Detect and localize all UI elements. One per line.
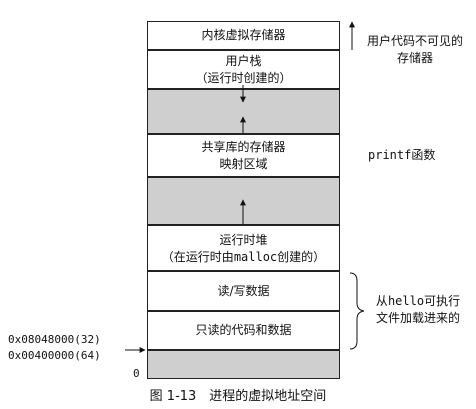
user-stack-segment: 用户栈 （运行时创建的） <box>147 50 340 89</box>
shared-libraries-label: 共享库的存储器 <box>201 139 286 154</box>
hello-brace <box>349 272 365 350</box>
malloc-code: malloc <box>233 250 278 264</box>
figure-caption: 图 1-13 进程的虚拟地址空间 <box>149 389 327 404</box>
address-32bit: 0x08048000(32) <box>8 333 101 346</box>
unused-low-region <box>147 350 340 379</box>
printf-code: printf <box>368 148 412 162</box>
kernel-note-line1: 用户代码不可见的 <box>366 34 463 48</box>
address-zero: 0 <box>133 367 140 380</box>
read-write-data-segment: 读/写数据 <box>147 271 340 311</box>
read-write-data-label: 读/写数据 <box>217 283 270 298</box>
user-stack-label: 用户栈 <box>225 54 262 68</box>
read-only-code-segment: 只读的代码和数据 <box>147 311 340 350</box>
hello-code: hello <box>387 294 425 308</box>
hello-line2: 文件加载进来的 <box>375 311 460 325</box>
runtime-heap-segment: 运行时堆 （在运行时由malloc创建的） <box>147 225 340 271</box>
address-64bit: 0x00400000(64) <box>8 349 101 362</box>
user-stack-sublabel: （运行时创建的） <box>195 71 292 85</box>
shared-libraries-segment: 共享库的存储器 映射区域 <box>147 134 340 177</box>
shared-libraries-sublabel: 映射区域 <box>219 156 268 171</box>
runtime-heap-label: 运行时堆 <box>219 233 268 247</box>
runtime-heap-sublabel: （在运行时由malloc创建的） <box>161 250 326 264</box>
kernel-virtual-memory-segment: 内核虚拟存储器 <box>147 21 340 50</box>
printf-text: 函数 <box>411 148 436 162</box>
hello-line1: 从hello可执行 <box>375 294 461 308</box>
printf-label: printf函数 <box>368 147 435 164</box>
hello-label: 从hello可执行 文件加载进来的 <box>366 293 470 327</box>
read-only-code-label: 只读的代码和数据 <box>195 323 292 337</box>
kernel-note-line2: 存储器 <box>396 51 433 65</box>
kernel-note-label: 用户代码不可见的 存储器 <box>361 33 469 67</box>
kernel-segment-label: 内核虚拟存储器 <box>201 28 286 42</box>
